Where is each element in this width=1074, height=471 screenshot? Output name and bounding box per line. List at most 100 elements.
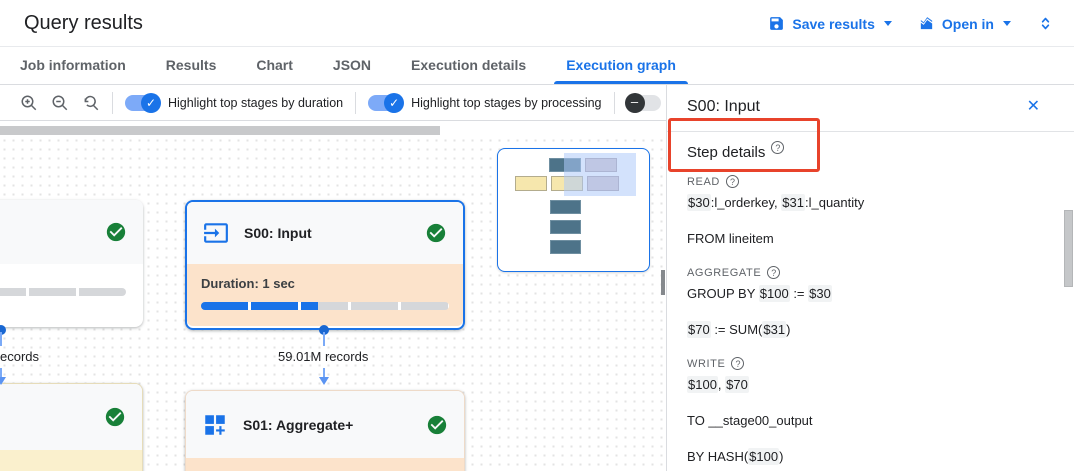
step-detail-block: AGGREGATE? GROUP BY $100 := $30: [687, 266, 1044, 302]
results-tabbar: Job information Results Chart JSON Execu…: [0, 47, 1074, 85]
input-stage-icon: [204, 223, 228, 243]
stage-card-header: [0, 384, 142, 450]
stage-card-header: S00: Input: [187, 202, 463, 264]
dropdown-caret-icon: [1003, 21, 1011, 26]
horizontal-scrollbar[interactable]: [0, 126, 440, 135]
tab-chart[interactable]: Chart: [256, 57, 293, 73]
chart-icon: [920, 17, 933, 30]
graph-minimap[interactable]: [497, 148, 650, 272]
zoom-reset-icon[interactable]: [82, 94, 100, 112]
help-icon[interactable]: ?: [725, 175, 739, 188]
minimap-stage-rect: [515, 176, 547, 191]
divider: [613, 91, 615, 114]
execution-graph-canvas[interactable]: S00: Input Duration: 1 sec S01: Aggregat…: [0, 121, 666, 471]
status-check-icon: [427, 415, 447, 434]
stage-card-left[interactable]: [0, 200, 143, 327]
stage-duration-label: Duration: 1 sec: [201, 276, 295, 291]
toggle-thumb-minus: –: [624, 92, 645, 113]
stage-card-bottom-left[interactable]: [0, 383, 143, 471]
toggle-dark-off[interactable]: –: [624, 92, 661, 113]
minimap-stage-rect: [550, 220, 581, 234]
tab-execution-graph[interactable]: Execution graph: [546, 47, 696, 84]
graph-toolbar: ✓ Highlight top stages by duration ✓ Hig…: [0, 85, 666, 121]
step-detail-block: READ? $30:l_orderkey, $31:l_quantity: [687, 175, 1044, 211]
tab-results[interactable]: Results: [165, 57, 217, 73]
edge-arrowhead-icon: [319, 377, 329, 385]
help-icon[interactable]: ?: [771, 141, 785, 154]
stage-title: S00: Input: [244, 225, 312, 241]
step-detail-block: BY HASH($100): [687, 448, 1044, 465]
stage-details-panel: S00: Input ✕ Step details? READ? $30:l_or…: [666, 85, 1074, 471]
tab-execution-details[interactable]: Execution details: [411, 57, 527, 73]
edge-records-label: 59.01M records: [278, 349, 369, 364]
close-icon[interactable]: ✕: [1026, 98, 1040, 115]
edge-line: [0, 368, 2, 379]
save-results-label: Save results: [792, 15, 875, 32]
edge-arrowhead-icon: [0, 377, 6, 385]
divider: [112, 91, 113, 114]
tab-json[interactable]: JSON: [332, 57, 372, 73]
progress-fill: [201, 302, 318, 310]
step-detail-line: BY HASH($100): [687, 448, 784, 465]
tab-job-information[interactable]: Job information: [20, 57, 126, 73]
toggle-duration-label: Highlight top stages by duration: [168, 95, 344, 110]
step-detail-block: FROM lineitem: [687, 230, 1044, 247]
edge-records-label-clipped: ecords: [0, 349, 40, 364]
minimap-stage-rect: [550, 200, 581, 214]
step-section-label: WRITE?: [687, 357, 1044, 370]
save-icon: [770, 17, 784, 30]
step-detail-line: $70 := SUM($31): [687, 321, 791, 338]
stage-title: S01: Aggregate+: [243, 416, 354, 433]
minimap-stage-rect: [550, 240, 581, 254]
panel-scrollbar[interactable]: [1064, 210, 1073, 287]
edge-line: [323, 332, 325, 346]
status-check-icon: [106, 222, 126, 242]
panel-title: S00: Input: [687, 98, 760, 115]
step-detail-line: GROUP BY $100 := $30: [687, 285, 832, 302]
stage-progress-bar: [0, 288, 126, 296]
edge-line: [323, 368, 325, 379]
zoom-in-icon[interactable]: [20, 94, 38, 112]
divider: [355, 91, 357, 114]
toggle-highlight-processing[interactable]: ✓: [368, 92, 405, 113]
edge-output-dot: [319, 325, 329, 335]
step-detail-line: TO __stage00_output: [687, 413, 813, 428]
stage-card-s00[interactable]: S00: Input Duration: 1 sec: [185, 200, 465, 330]
help-icon[interactable]: ?: [767, 266, 781, 279]
save-results-button[interactable]: Save results: [768, 15, 892, 32]
zoom-out-icon[interactable]: [51, 94, 69, 112]
status-check-icon: [426, 223, 446, 243]
toggle-thumb-check: ✓: [141, 92, 161, 113]
header-actions: Save results Open in: [768, 0, 1066, 47]
stage-progress-bar: [201, 302, 449, 310]
edge-line: [0, 332, 2, 346]
page-title: Query results: [24, 12, 143, 34]
step-detail-line: FROM lineitem: [687, 231, 774, 246]
edge-output-dot: [0, 325, 6, 335]
minimap-viewport[interactable]: [564, 153, 636, 196]
collapse-expand-icon[interactable]: [1037, 15, 1054, 32]
open-in-label: Open in: [941, 15, 994, 32]
header: Query results Save results Open in: [0, 0, 1074, 47]
vertical-scrollbar[interactable]: [661, 270, 665, 295]
step-detail-line: $100, $70: [687, 376, 749, 393]
stage-card-header: [0, 200, 143, 264]
step-detail-block: WRITE? $100, $70: [687, 357, 1044, 393]
status-check-icon: [105, 407, 125, 427]
toggle-thumb-check: ✓: [384, 92, 405, 113]
toggle-highlight-duration[interactable]: ✓: [125, 92, 161, 113]
open-in-button[interactable]: Open in: [918, 15, 1011, 32]
step-section-label: READ?: [687, 175, 1044, 188]
toggle-processing-label: Highlight top stages by processing: [411, 95, 602, 110]
stage-card-header: S01: Aggregate+: [186, 391, 464, 458]
dropdown-caret-icon: [883, 21, 892, 26]
divider: [667, 131, 1074, 132]
step-detail-block: $70 := SUM($31): [687, 321, 1044, 338]
step-details-heading: Step details?: [687, 141, 785, 161]
step-detail-line: $30:l_orderkey, $31:l_quantity: [687, 194, 865, 211]
step-section-label: AGGREGATE?: [687, 266, 1044, 279]
help-icon[interactable]: ?: [731, 357, 745, 370]
stage-card-s01[interactable]: S01: Aggregate+: [185, 390, 465, 471]
